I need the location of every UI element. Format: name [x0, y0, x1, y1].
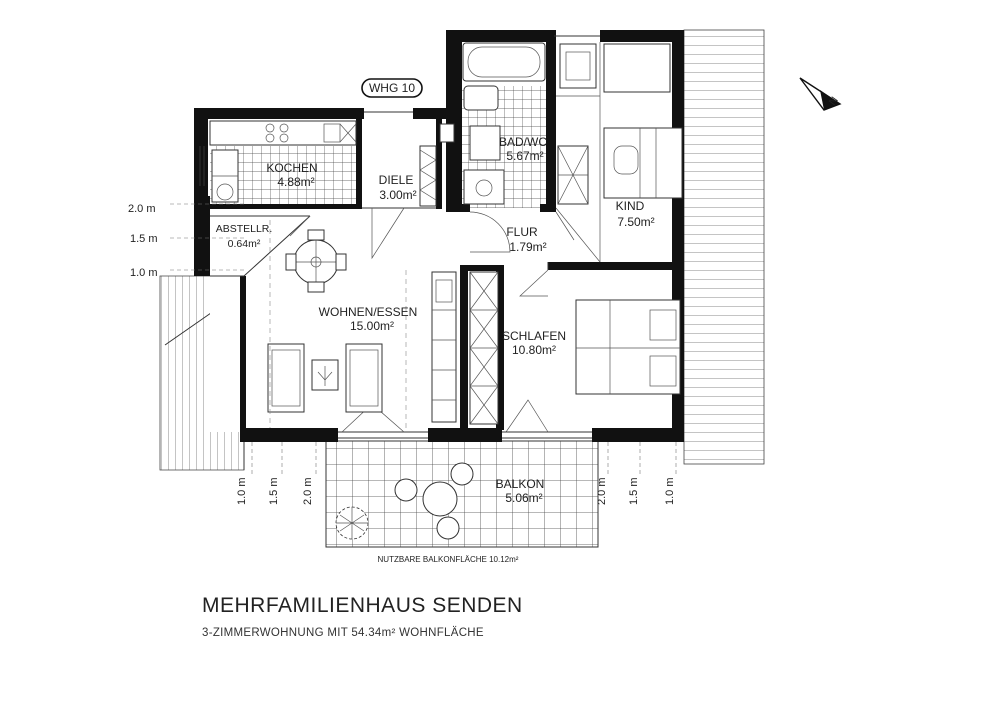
kitchen-furniture: [209, 120, 357, 203]
dim-left-2: 2.0 m: [128, 203, 156, 215]
room-abstell-area: 0.64m²: [228, 238, 261, 250]
balcony-furniture: [335, 462, 474, 540]
room-kochen-name: KOCHEN: [266, 161, 317, 175]
doors: [289, 207, 575, 433]
dim-bottom-right-2: 2.0 m: [596, 477, 608, 505]
north-arrow-icon: N: [799, 77, 842, 111]
dim-bottom-right-1-5: 1.5 m: [628, 477, 640, 505]
room-wohnen-name: WOHNEN/ESSEN: [319, 305, 418, 319]
wohnen-furniture: [267, 220, 457, 428]
room-abstell-name: ABSTELLR.: [216, 223, 273, 235]
room-labels: KOCHEN 4.88m² DIELE 3.00m² BAD/WC 5.67m²…: [216, 135, 655, 564]
wardrobe: [419, 123, 455, 207]
room-kind-area: 7.50m²: [617, 215, 654, 229]
room-schlafen-name: SCHLAFEN: [502, 329, 566, 343]
dim-bottom-left-1: 1.0 m: [236, 477, 248, 505]
dim-bottom-left-1-5: 1.5 m: [268, 477, 280, 505]
unit-tag: WHG 10: [361, 78, 423, 98]
room-kochen-area: 4.88m²: [277, 175, 314, 189]
room-diele-area: 3.00m²: [379, 188, 416, 202]
partitions: [199, 35, 601, 439]
dim-left-1-5: 1.5 m: [130, 233, 158, 245]
room-schlafen-area: 10.80m²: [512, 343, 556, 357]
room-balkon-name: BALKON: [496, 477, 545, 491]
dim-bottom-left-2: 2.0 m: [302, 477, 314, 505]
dimension-labels: 2.0 m 1.5 m 1.0 m 1.0 m 1.5 m 2.0 m 2.0 …: [128, 203, 676, 505]
room-flur-area: 1.79m²: [509, 240, 546, 254]
room-diele-name: DIELE: [379, 173, 414, 187]
roof-right: [683, 29, 765, 465]
room-bad-name: BAD/WC: [499, 135, 547, 149]
balcony: [325, 440, 599, 548]
walls: [194, 30, 684, 442]
unit-tag-label: WHG 10: [369, 81, 415, 95]
kind-furniture: [557, 43, 683, 205]
room-wohnen-area: 15.00m²: [350, 319, 394, 333]
room-bad-area: 5.67m²: [506, 149, 543, 163]
plant-icon: [335, 506, 369, 540]
dim-left-1: 1.0 m: [130, 267, 158, 279]
room-flur-name: FLUR: [506, 225, 538, 239]
schlafen-furniture: [469, 271, 681, 425]
height-lines: [170, 203, 677, 476]
page-title: MEHRFAMILIENHAUS SENDEN: [202, 594, 523, 617]
room-balkon-area: 5.06m²: [505, 491, 542, 505]
balcony-note: NUTZBARE BALKONFLÄCHE 10.12m²: [378, 555, 519, 564]
page-subtitle: 3-ZIMMERWOHNUNG MIT 54.34m² WOHNFLÄCHE: [202, 627, 484, 639]
room-kind-name: KIND: [616, 199, 645, 213]
dim-bottom-right-1: 1.0 m: [664, 477, 676, 505]
bath-fixtures: [462, 42, 546, 205]
